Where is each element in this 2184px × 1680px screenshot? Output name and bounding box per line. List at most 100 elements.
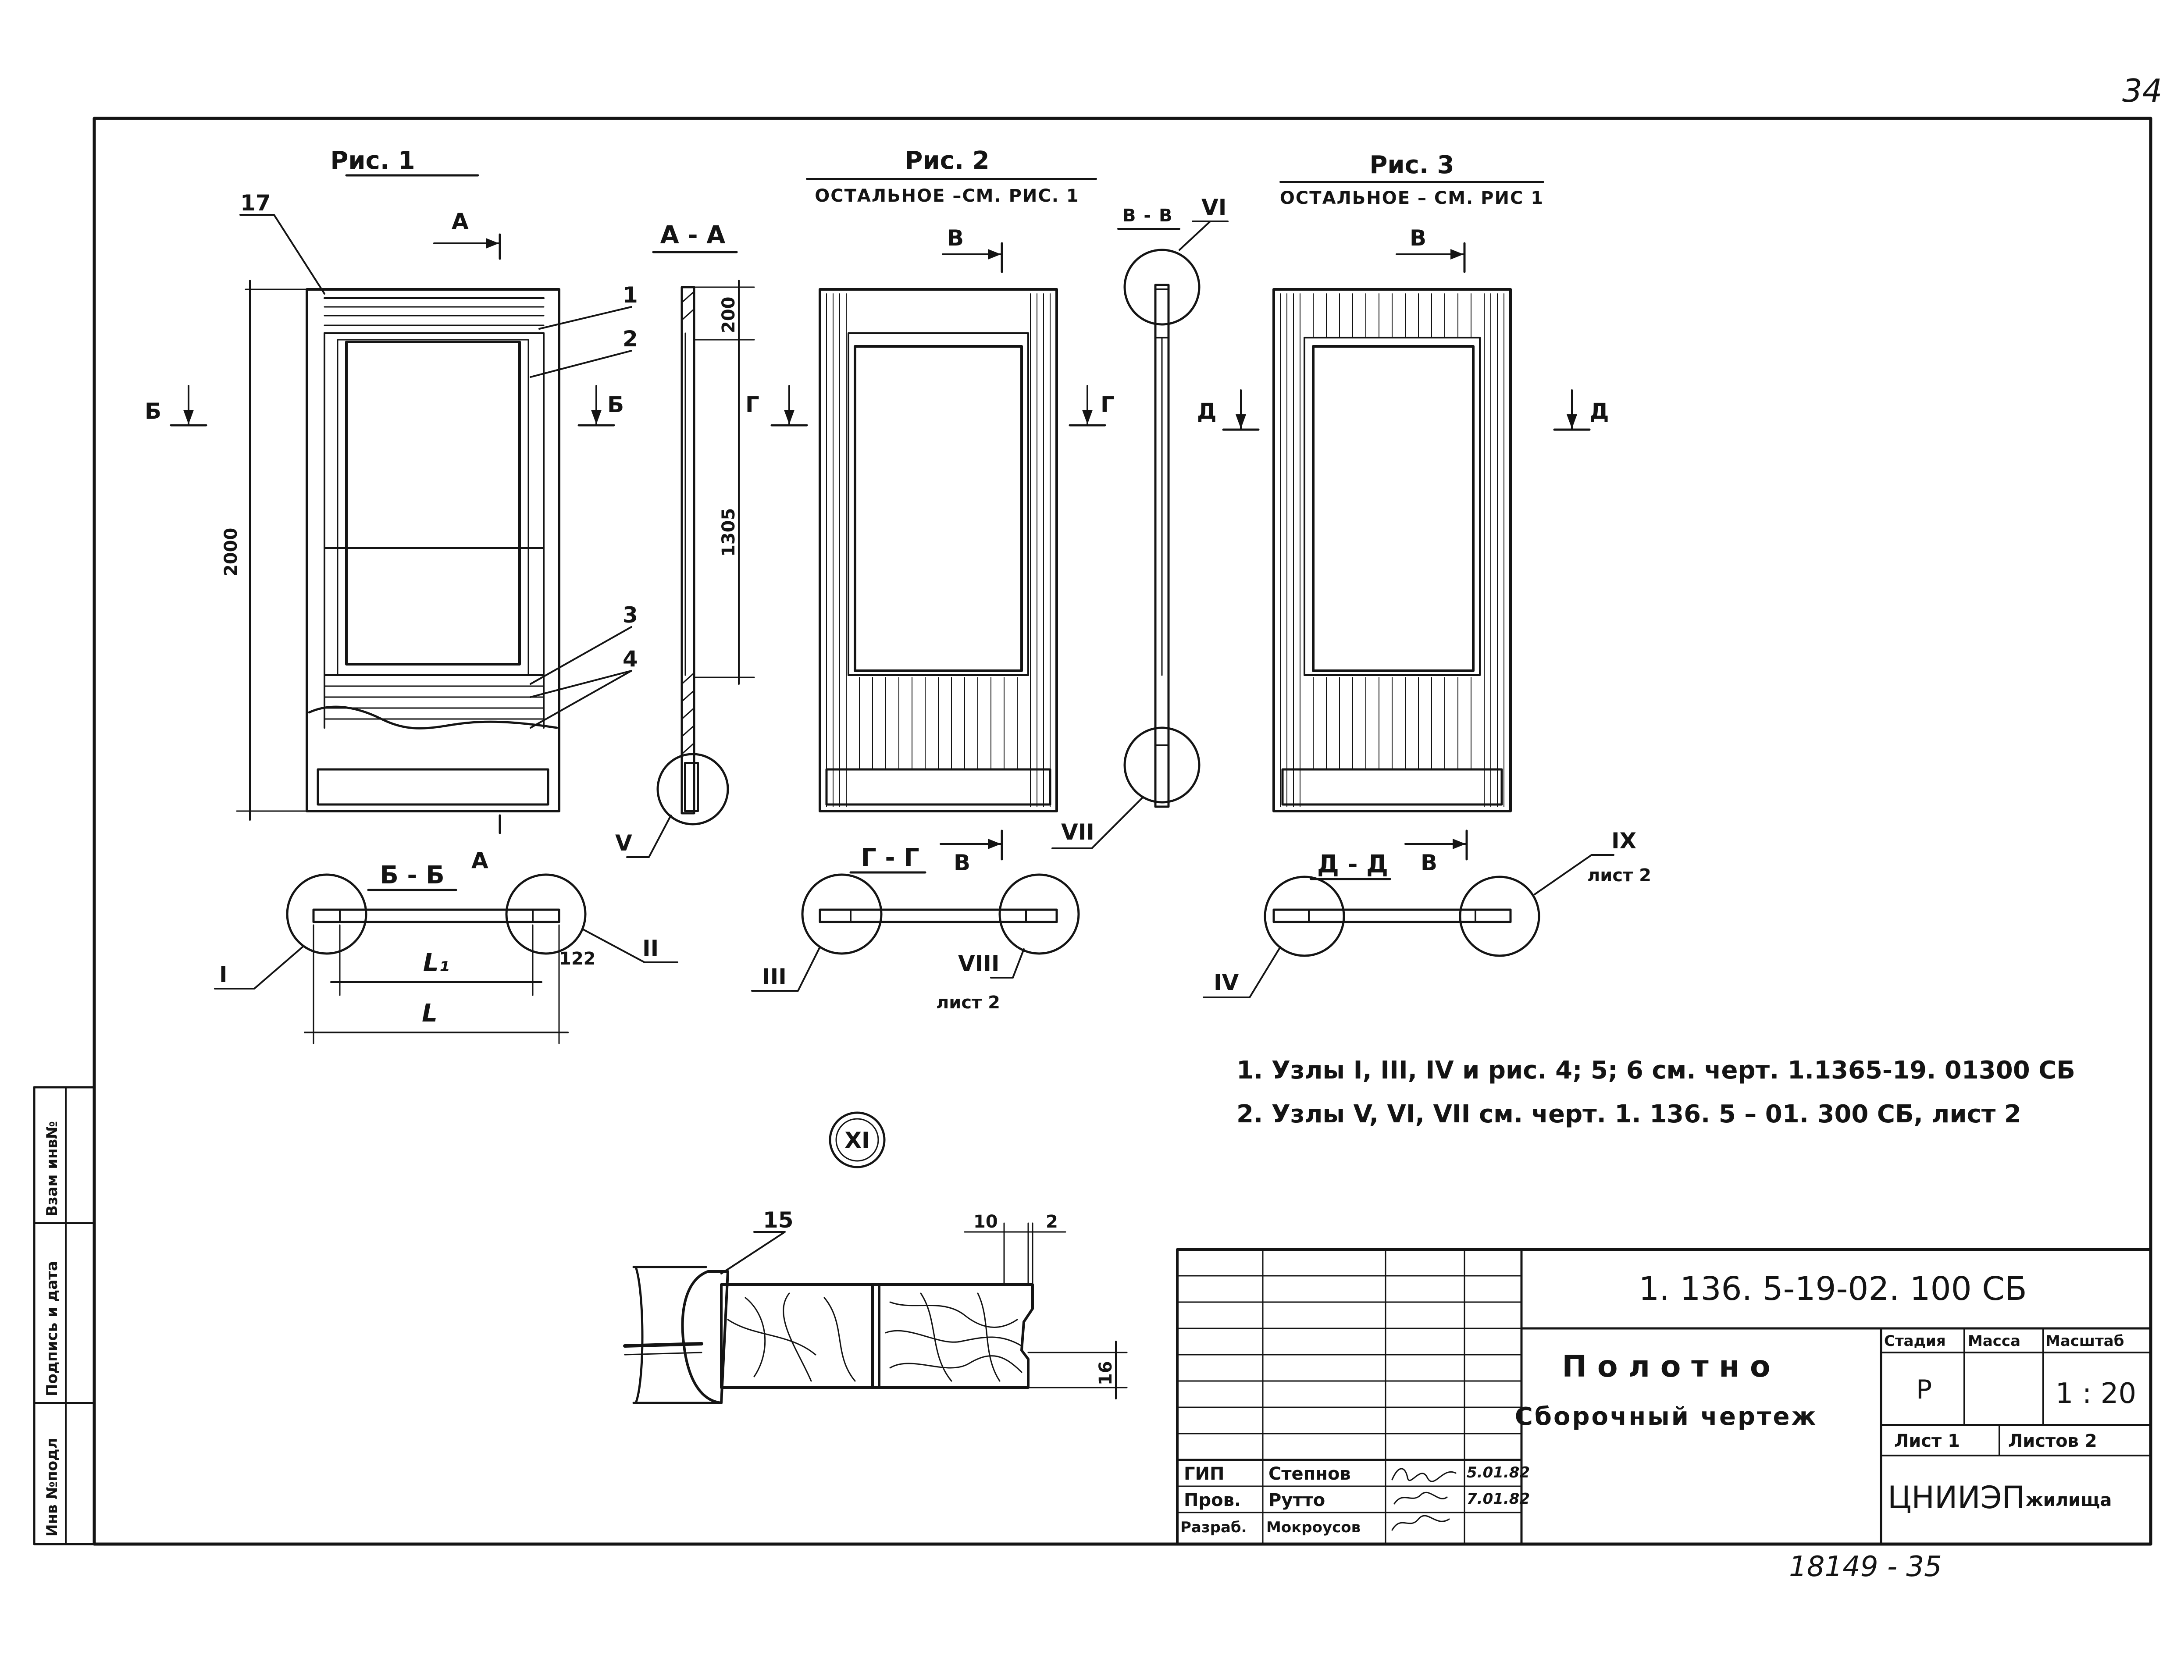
cut-v-top-fig2: В [947,225,964,251]
drawing-frame [93,117,2152,1546]
dim-height: 2000 [221,528,241,577]
node-vii-circle [1123,726,1201,804]
fig2-title: Рис. 2 [905,146,989,175]
cut-g-left: Г [745,392,759,417]
node-ii-label: II [642,936,659,961]
role-gip: ГИП [1184,1464,1224,1484]
callout-4: 4 [623,646,638,672]
fig2-glass [854,345,1023,672]
fig1-bottom-boards [324,674,545,720]
cut-a-top: А [452,209,469,234]
wood-rail-1 [720,1283,880,1389]
node-vii-label: VII [1061,819,1094,845]
cut-d-right: Д [1589,399,1609,424]
node-xi-detail: XI 15 10 2 16 [623,1111,1128,1404]
node-iv-label: IV [1214,970,1239,995]
name-rutto: Рутто [1268,1490,1325,1510]
cut-b-right: Б [607,392,624,417]
drawing-code: 1. 136. 5-19-02. 100 СБ [1639,1270,2027,1308]
fig2-vertical-boards [826,293,1051,807]
figure-1: Рис. 1 20 [145,146,638,873]
fig1-kick-plate [317,768,549,806]
section-dd-title: Д - Д [1317,850,1388,879]
figure-2: Рис. 2 ОСТАЛЬНОЕ –СМ. РИС. 1 [745,146,1115,812]
node-i-circle [286,873,367,955]
node-ix-sheet: лист 2 [1587,865,1651,886]
node-v-label: V [615,830,632,856]
footer-number: 18149 - 35 [1789,1551,1942,1583]
node-viii-sheet: лист 2 [936,993,1000,1013]
cut-v-gg: В [954,850,970,876]
fig3-door [1272,288,1512,812]
stamp-vzam: Взам инв№ [43,1121,61,1217]
fig3-kick-plate [1281,768,1503,806]
fig1-title: Рис. 1 [330,146,415,175]
role-razrab: Разраб. [1180,1519,1247,1536]
name-stepnov: Степнов [1268,1464,1351,1484]
fig1-glazing-frame [324,332,545,549]
title-block: ГИП Пров. Разраб. Степнов Рутто Мокроусо… [1176,1248,2152,1545]
node-xi-badge [829,1111,886,1168]
signature-1 [1391,1468,1457,1482]
fig2-kick-plate [825,768,1051,806]
organization-suffix: жилища [2026,1490,2112,1510]
node-ii-circle [505,873,587,955]
glazing-bead [681,1270,729,1404]
callout-1: 1 [623,282,638,308]
signature-3 [1391,1515,1450,1531]
section-vv: В - В VI VII Д [1051,195,1260,849]
scale-value: 1 : 20 [2056,1377,2136,1410]
node-iv-circle [1264,876,1345,957]
sheet-count: Листов 2 [2008,1431,2097,1451]
dim-10: 10 [973,1212,998,1232]
cut-d-left: Д [1197,399,1217,424]
date-1: 5.01.82 [1467,1464,1530,1481]
fig1-door [306,288,560,812]
name-mokrousov: Мокроусов [1266,1519,1361,1536]
section-bb: Б - Б I II 122 L₁ L [214,861,678,1044]
node-iii-label: III [762,964,787,989]
stamp-podpis: Подпись и дата [43,1261,61,1396]
stamp-inv-podl: Инв №подл [43,1438,61,1537]
callout-3: 3 [623,602,638,628]
section-aa-title: А - А [660,221,726,249]
organization-name: ЦНИИЭП [1888,1480,2025,1516]
section-bb-title: Б - Б [380,861,445,890]
fig2-subtitle: ОСТАЛЬНОЕ –СМ. РИС. 1 [815,186,1079,206]
note-2: 2. Узлы V, VI, VII см. черт. 1. 136. 5 –… [1236,1100,2021,1128]
cut-v-top-fig3: В [1410,225,1426,251]
dim-l1: L₁ [423,949,449,977]
signature-2 [1393,1491,1448,1505]
node-ix-label: IX [1611,828,1636,854]
node-ix-circle [1459,876,1540,957]
stage-value: Р [1916,1374,1932,1405]
dim-top: 200 [719,297,739,334]
cut-a-bottom: А [471,848,488,873]
fig1-top-boards [324,297,545,334]
date-2: 7.01.82 [1467,1490,1530,1508]
dim-2: 2 [1046,1212,1058,1232]
fig3-bottom-boards [1313,677,1471,770]
figure-3: Рис. 3 ОСТАЛЬНОЕ – СМ. РИС 1 [1272,151,1609,812]
fig3-title: Рис. 3 [1369,151,1454,179]
node-vi-circle [1123,249,1201,326]
fig2-door [819,288,1058,812]
section-vv-title: В - В [1122,206,1173,226]
node-vi-label: VI [1201,195,1226,220]
node-viii-circle [998,873,1080,955]
node-viii-label: VIII [958,951,1000,976]
drawing-name: П о л о т н о [1562,1349,1770,1384]
callout-17: 17 [240,190,271,216]
page-number: 34 [2122,72,2163,109]
fig3-vertical-boards [1280,293,1504,807]
node-v-circle [656,753,729,826]
node-iii-circle [801,873,883,955]
dim-16: 16 [1096,1361,1116,1385]
section-aa: А - А 200 1305 V [615,221,755,858]
mass-header: Масса [1968,1332,2020,1350]
fig1-glass [345,341,521,666]
cut-g-right: Г [1101,392,1115,417]
side-stamp: Инв №подл Подпись и дата Взам инв№ [33,1086,96,1545]
dim-122: 122 [559,949,596,969]
